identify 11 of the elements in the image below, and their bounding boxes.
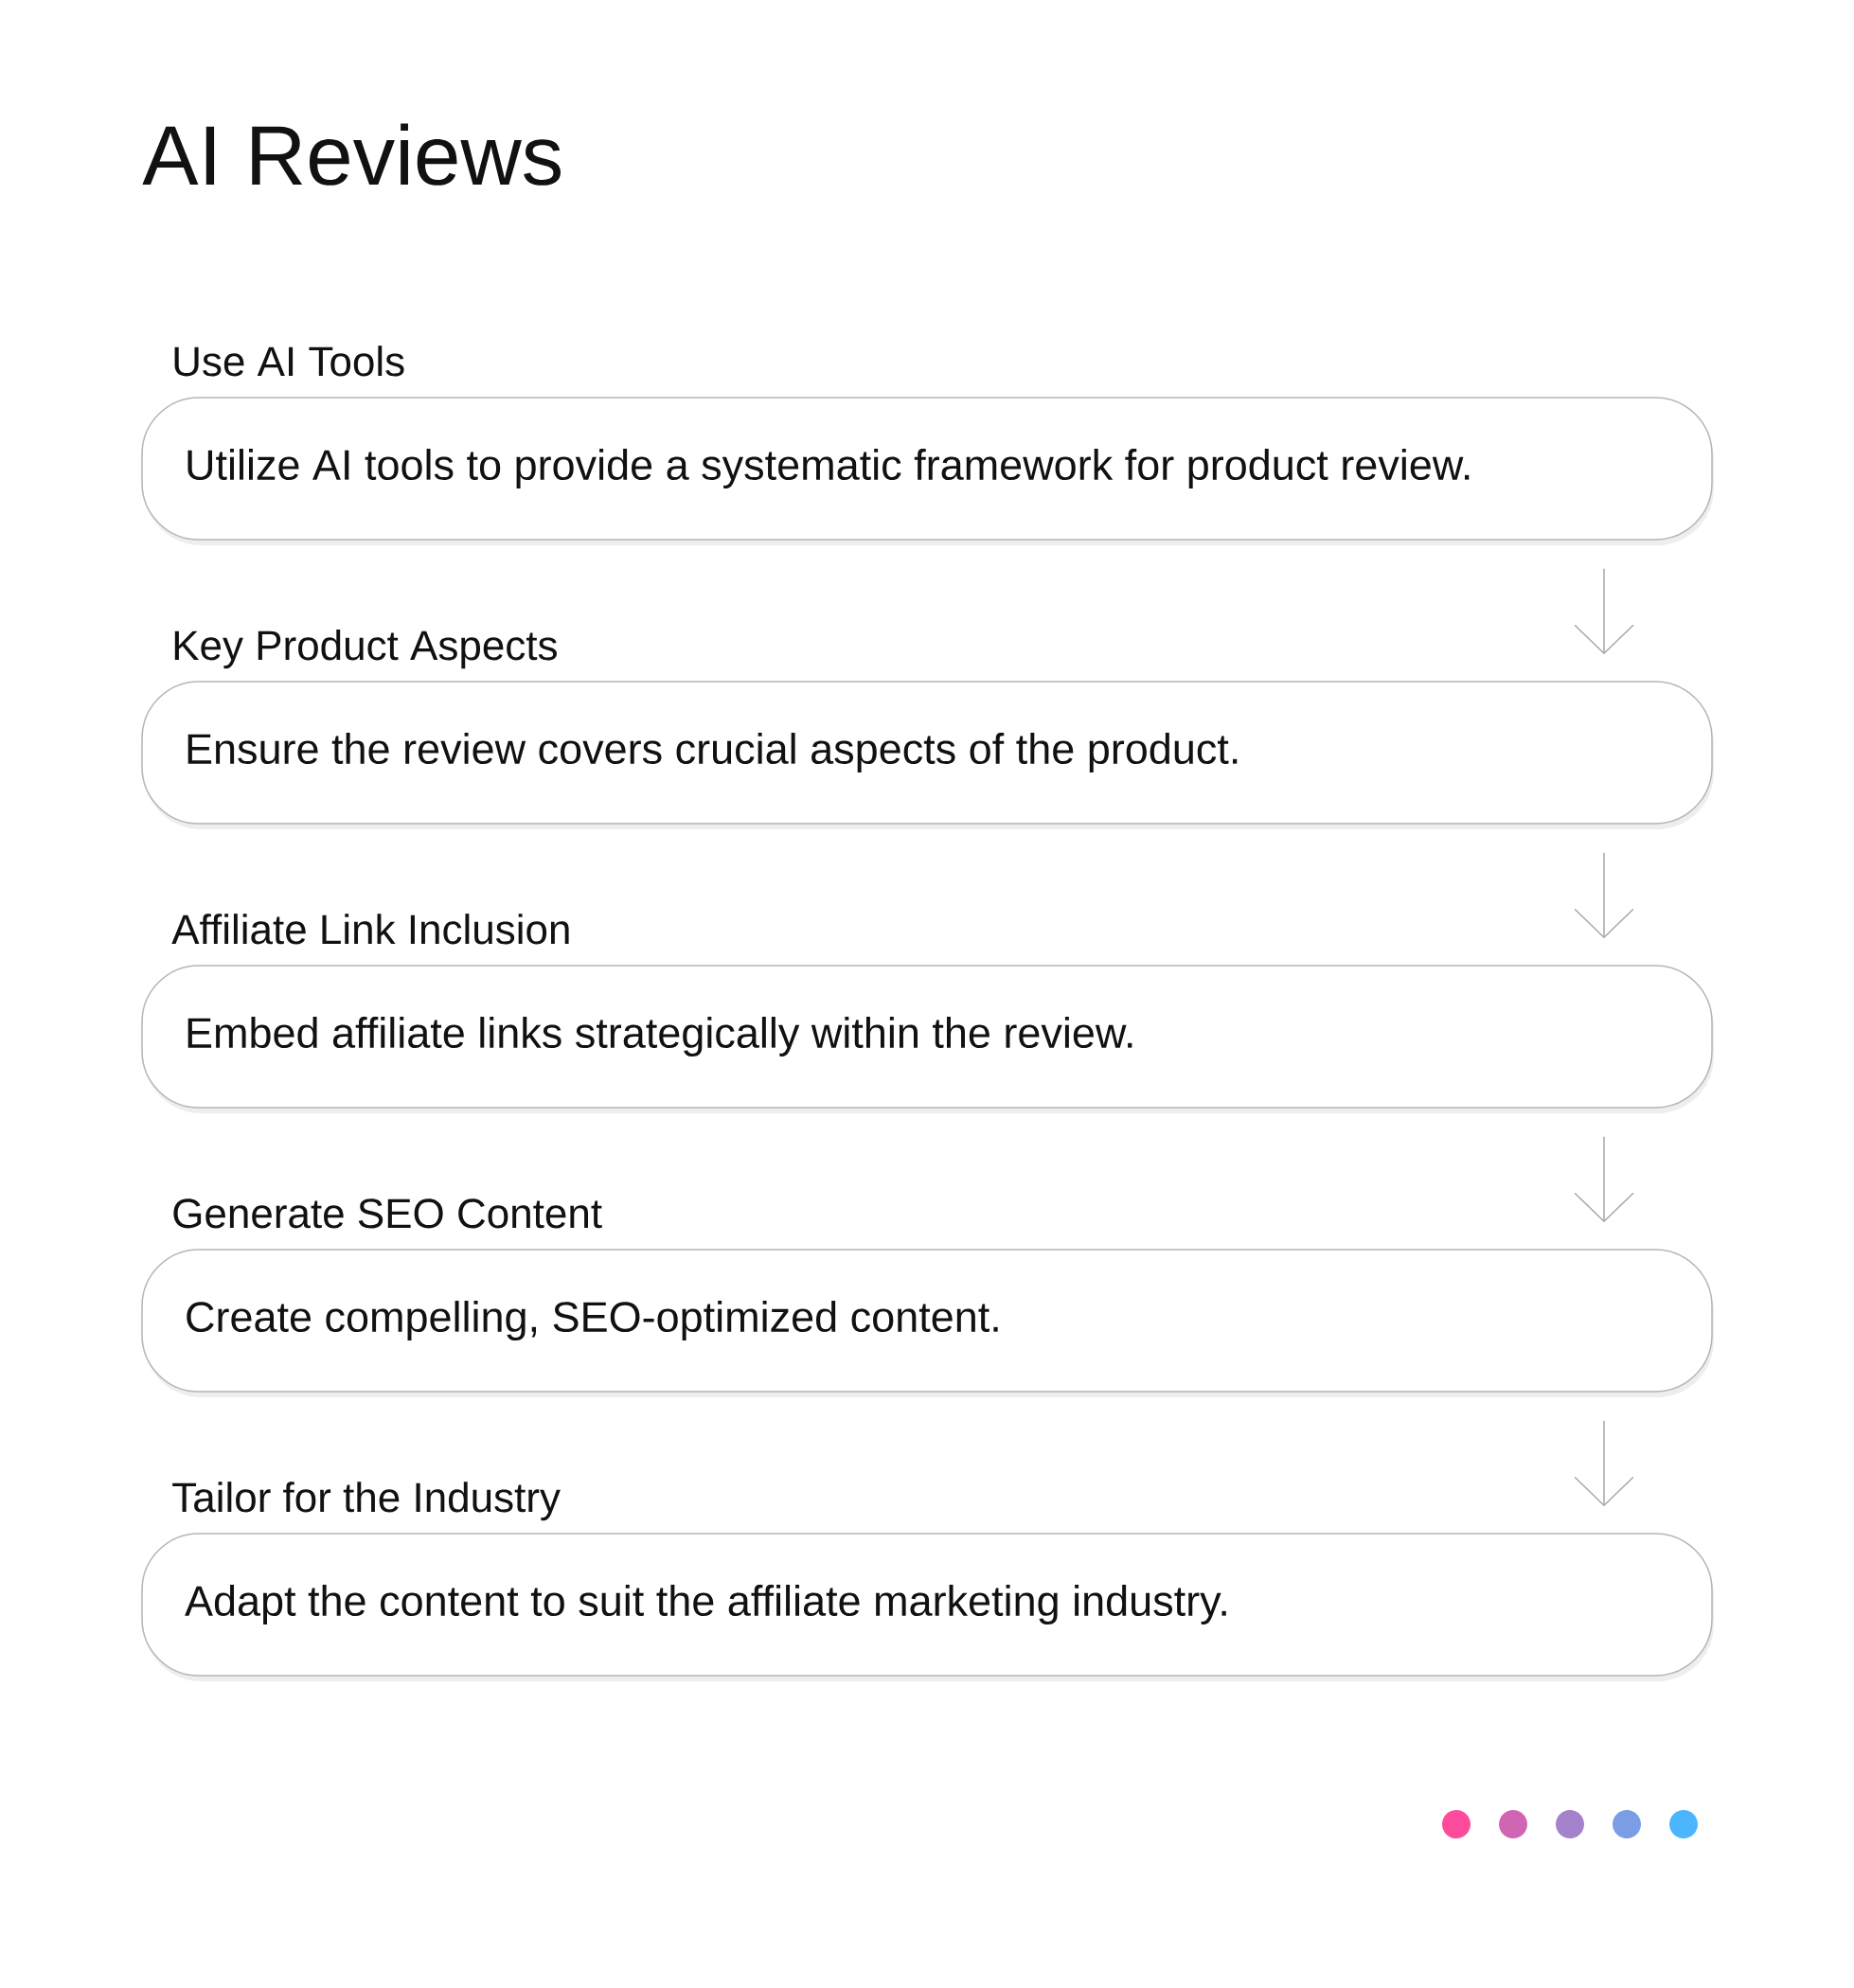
step-box: Ensure the review covers crucial aspects of the product. (141, 681, 1714, 829)
step-heading: Generate SEO Content (173, 1198, 602, 1229)
step-heading: Affiliate Link Inclusion (171, 914, 569, 945)
step-box: Utilize AI tools to provide a systematic framework for product review. (141, 397, 1714, 545)
step-box: Adapt the content to suit the affiliate marketing industry. (141, 1533, 1714, 1681)
step-box: Create compelling, SEO-optimized content. (141, 1249, 1714, 1397)
title: AI Reviews (142, 123, 561, 186)
step-heading: Tailor for the Industry (172, 1482, 561, 1521)
step-heading: Use AI Tools (174, 346, 404, 377)
step-heading: Key Product Aspects (174, 630, 557, 669)
step-box: Embed affiliate links strategically within the review. (141, 965, 1714, 1113)
